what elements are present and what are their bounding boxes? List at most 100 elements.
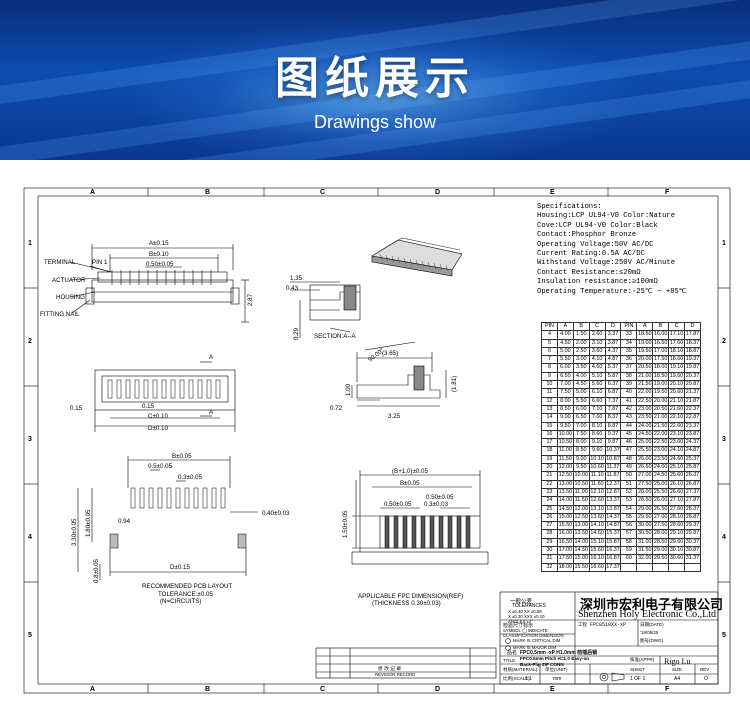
- dimension-table-cell: 51: [620, 479, 638, 489]
- dimension-table-cell: 21.60: [668, 404, 686, 415]
- dimension-table-cell: 59: [620, 545, 638, 556]
- dimension-table-cell: 30.37: [684, 537, 701, 548]
- dimension-table-cell: 22.50: [652, 438, 670, 448]
- tb-company-en: Shenzhen Holy Electronic Co.,Ltd: [578, 609, 717, 620]
- label-housing: HOUSING: [56, 294, 85, 301]
- dimension-table-cell: 40: [620, 388, 638, 398]
- dimension-table-cell: 18: [541, 446, 558, 456]
- dimension-table-cell: 25.37: [684, 454, 701, 465]
- dimension-table-cell: 23.00: [652, 446, 670, 456]
- dimension-table-cell: [636, 562, 654, 572]
- banner-subtitle: Drawings show: [313, 112, 437, 132]
- grid-row-1-right: 1: [722, 240, 726, 247]
- dimension-table-cell: 5.00: [572, 388, 590, 398]
- fpc-dim-p1: 0.50±0.05: [426, 494, 454, 501]
- dimension-table-cell: 8.10: [588, 421, 606, 431]
- dimension-table-cell: 26.60: [668, 487, 686, 498]
- dimension-table-cell: 17: [541, 438, 558, 448]
- dimension-table-cell: 23.50: [636, 413, 654, 423]
- column-dividers: [24, 188, 730, 693]
- dimension-table-cell: 30.87: [684, 545, 701, 556]
- dimension-table-cell: 30: [541, 545, 558, 556]
- dimension-table-cell: 4: [541, 330, 558, 340]
- pcb-dim-d: D±0.15: [170, 564, 190, 571]
- dimension-table-cell: 18.50: [636, 330, 654, 340]
- dimension-table-cell: 54: [620, 504, 638, 514]
- dimension-table-cell: 21: [541, 471, 558, 481]
- pcb-dim-t: 0.40±0.03: [262, 510, 290, 517]
- dimension-table-cell: 5.00: [556, 346, 574, 357]
- dimension-table-cell: 20.37: [684, 371, 701, 382]
- front-terminals: [111, 270, 212, 285]
- grid-row-3: 3: [28, 436, 32, 443]
- dimension-table-cell: 2.00: [572, 338, 590, 348]
- grid-col-c: C: [320, 189, 325, 196]
- dimension-table-cell: 8.50: [556, 404, 574, 415]
- dimension-table-cell: 53: [620, 496, 638, 506]
- dimension-table-cell: 24.60: [668, 454, 686, 465]
- dimension-table-cell: 39: [620, 380, 638, 390]
- fpc-fingers: [384, 515, 471, 549]
- dimension-table-cell: 27.00: [652, 512, 670, 523]
- dimension-table-cell: 30.10: [668, 545, 686, 556]
- dimension-table-cell: 9.00: [556, 413, 574, 423]
- dimension-table-cell: 28.50: [636, 496, 654, 506]
- pcb-dim-w: 0.3±0.05: [178, 474, 203, 481]
- dimension-table-cell: 5.37: [604, 363, 622, 373]
- dimension-table-cell: 27.87: [684, 496, 701, 506]
- grid-row-3-right: 3: [722, 436, 726, 443]
- pcb-dim-v2: 1.80±0.05: [85, 509, 92, 537]
- dimension-table-cell: 6: [541, 346, 558, 357]
- dimension-table-cell: 11: [541, 388, 558, 398]
- dimension-table-cell: 19: [541, 454, 558, 465]
- dimension-table-cell: 21.00: [636, 371, 654, 382]
- dimension-table-cell: 16.00: [556, 529, 574, 539]
- bottom-housing: [94, 369, 236, 411]
- dimension-table-cell: 29.60: [668, 537, 686, 548]
- fpc-dim-b: B±0.05: [400, 480, 420, 487]
- dimension-table-cell: 15.50: [556, 521, 574, 531]
- dimension-table-cell: 9.50: [556, 421, 574, 431]
- dimension-table-cell: 19.60: [668, 371, 686, 382]
- tb-date-label: 日期(DATE): [640, 622, 664, 627]
- dimension-table-cell: 16.10: [588, 554, 606, 564]
- dimension-table-cell: 12.60: [588, 496, 606, 506]
- dimension-table-cell: 3.37: [604, 330, 622, 340]
- dimension-table-cell: 12.50: [556, 471, 574, 481]
- dimension-table-cell: 18.50: [652, 371, 670, 382]
- tb-title-label: TITLE: [503, 658, 516, 663]
- dimension-table-header-cell: PIN: [620, 321, 638, 332]
- dimension-table-cell: 29: [541, 537, 558, 548]
- dimension-table-cell: 31: [541, 554, 558, 564]
- label-terminal: TERMINAL: [44, 259, 76, 266]
- dimension-table-cell: 13.10: [588, 504, 606, 514]
- dimension-table-cell: 11.00: [572, 487, 590, 498]
- dimension-table-cell: 26.00: [652, 496, 670, 506]
- tb-tolerance-head: 一般公差: [510, 599, 533, 605]
- dimension-table-cell: 13.00: [572, 521, 590, 531]
- dimension-table-cell: 23.00: [636, 404, 654, 415]
- dimension-table-cell: 3.10: [588, 338, 606, 348]
- dimension-table-header-cell: D: [604, 321, 622, 332]
- grid-col-d-bottom: D: [435, 686, 440, 693]
- dimension-table-cell: 18.10: [668, 346, 686, 357]
- dimension-table-cell: 10.37: [604, 446, 622, 456]
- dimension-table-cell: 6.87: [604, 388, 622, 398]
- bottom-dim-d1: 0.15: [70, 405, 83, 412]
- dimension-table-cell: 25.60: [668, 471, 686, 481]
- revision-record-table: [315, 647, 497, 679]
- tb-drawing-no-label: 图号(DWG): [640, 638, 663, 643]
- fpc-dimension: [351, 470, 489, 565]
- dimension-table-cell: 27.50: [636, 479, 654, 489]
- dimension-table-cell: 5.87: [604, 371, 622, 382]
- tb-sheet-label: SHEET: [630, 667, 646, 672]
- projection-symbol-icon: [599, 672, 609, 682]
- dimension-table-cell: 19.00: [636, 338, 654, 348]
- dimension-table-cell: 11.50: [572, 496, 590, 506]
